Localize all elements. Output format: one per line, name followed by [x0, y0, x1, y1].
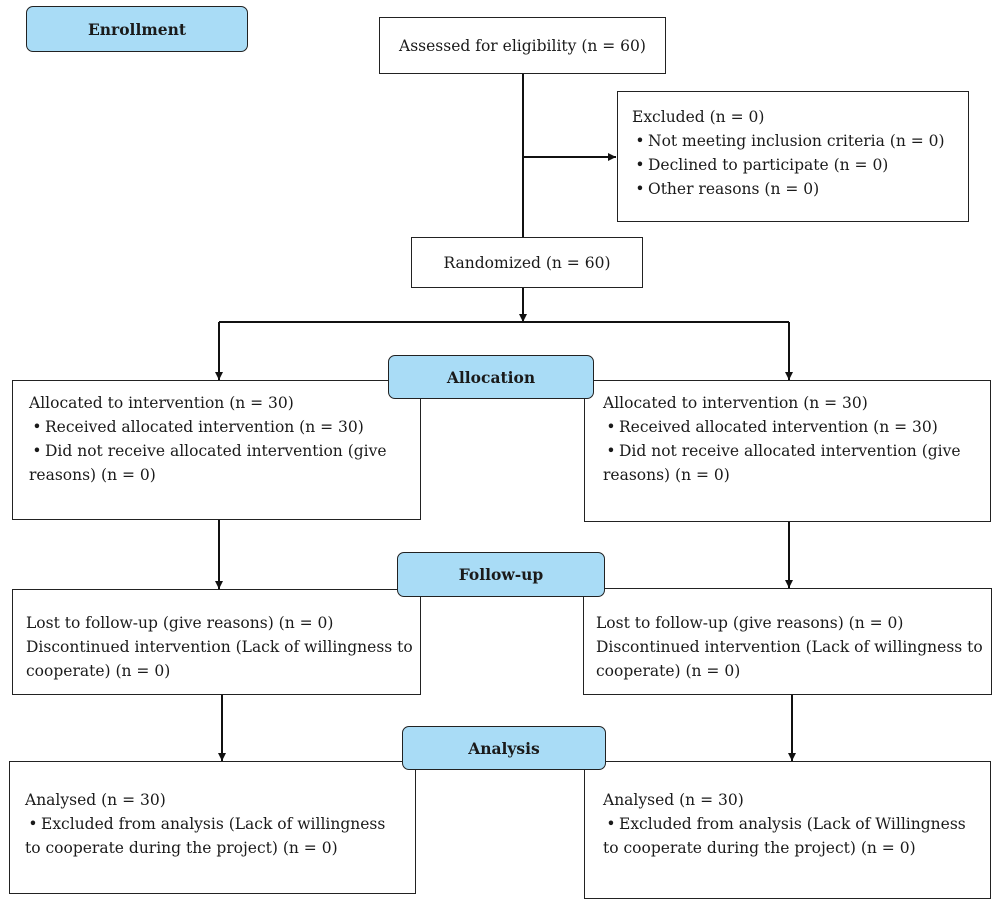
analysis-left-box: Analysed (n = 30) Excluded from analysis… — [9, 761, 416, 894]
follow-up-right-discontinued-cont: cooperate) (n = 0) — [596, 662, 741, 680]
analysis-left-excluded-cont: to cooperate during the project) (n = 0) — [25, 839, 338, 857]
analysis-right-box: Analysed (n = 30) Excluded from analysis… — [584, 761, 991, 899]
allocation-left-not-received: Did not receive allocated intervention (… — [29, 439, 420, 463]
stage-enrollment: Enrollment — [26, 6, 248, 52]
allocation-right-not-received: Did not receive allocated intervention (… — [603, 439, 990, 463]
allocation-left-not-received-cont: reasons) (n = 0) — [29, 466, 156, 484]
assessed-box: Assessed for eligibility (n = 60) — [379, 17, 666, 74]
excluded-item: Not meeting inclusion criteria (n = 0) — [632, 129, 968, 153]
allocation-right-not-received-cont: reasons) (n = 0) — [603, 466, 730, 484]
allocation-right-received: Received allocated intervention (n = 30) — [603, 415, 990, 439]
stage-follow-up: Follow-up — [397, 552, 605, 597]
stage-allocation: Allocation — [388, 355, 594, 399]
analysis-right-excluded-cont: to cooperate during the project) (n = 0) — [603, 839, 916, 857]
analysis-right-title: Analysed (n = 30) — [603, 791, 744, 809]
randomized-box: Randomized (n = 60) — [411, 237, 643, 288]
analysis-right-excluded: Excluded from analysis (Lack of Willingn… — [603, 812, 990, 836]
allocation-left-title: Allocated to intervention (n = 30) — [29, 394, 294, 412]
allocation-left-box: Allocated to intervention (n = 30) Recei… — [12, 380, 421, 520]
analysis-left-excluded: Excluded from analysis (Lack of willingn… — [25, 812, 415, 836]
excluded-box: Excluded (n = 0) Not meeting inclusion c… — [617, 91, 969, 222]
allocation-right-title: Allocated to intervention (n = 30) — [603, 394, 868, 412]
follow-up-left-discontinued-cont: cooperate) (n = 0) — [26, 662, 171, 680]
allocation-left-received: Received allocated intervention (n = 30) — [29, 415, 420, 439]
follow-up-right-lost: Lost to follow-up (give reasons) (n = 0) — [596, 614, 904, 632]
assessed-text: Assessed for eligibility (n = 60) — [399, 36, 646, 55]
follow-up-left-box: Lost to follow-up (give reasons) (n = 0)… — [12, 589, 421, 695]
analysis-left-title: Analysed (n = 30) — [25, 791, 166, 809]
follow-up-right-box: Lost to follow-up (give reasons) (n = 0)… — [583, 588, 992, 695]
stage-analysis: Analysis — [402, 726, 606, 770]
follow-up-right-discontinued: Discontinued intervention (Lack of willi… — [596, 638, 983, 656]
excluded-title: Excluded (n = 0) — [632, 108, 765, 126]
excluded-item: Declined to participate (n = 0) — [632, 153, 968, 177]
randomized-text: Randomized (n = 60) — [443, 253, 611, 272]
follow-up-left-lost: Lost to follow-up (give reasons) (n = 0) — [26, 614, 334, 632]
excluded-item: Other reasons (n = 0) — [632, 177, 968, 201]
follow-up-left-discontinued: Discontinued intervention (Lack of willi… — [26, 638, 413, 656]
allocation-right-box: Allocated to intervention (n = 30) Recei… — [584, 380, 991, 522]
